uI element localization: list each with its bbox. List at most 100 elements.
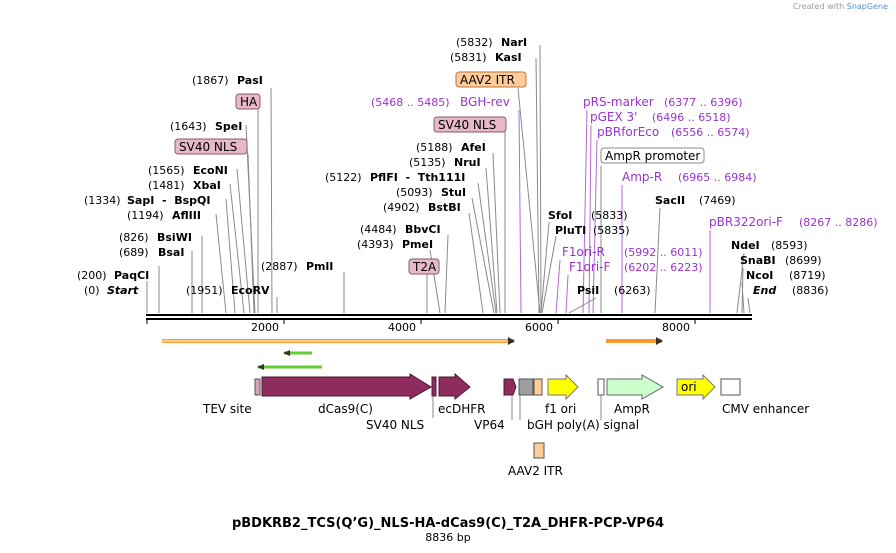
svg-text:PasI: PasI	[237, 74, 263, 87]
svg-text:(1481): (1481)	[148, 179, 185, 192]
svg-text:(6965 .. 6984): (6965 .. 6984)	[678, 171, 757, 184]
svg-text:(5833): (5833)	[591, 209, 628, 222]
ampr-promoter-feature	[597, 378, 605, 396]
svg-text:PflFI - Tth111I: PflFI - Tth111I	[370, 171, 465, 184]
site-labels: (0) Start (200) PaqCI (689) BsaI (826) B…	[77, 36, 829, 297]
svg-text:BGH-rev: BGH-rev	[460, 95, 510, 109]
site-sfoi: SfoI	[548, 209, 572, 222]
ha-tag-label: HA	[240, 95, 258, 109]
svg-text:End: End	[753, 284, 776, 297]
axis-tick-label: 2000	[251, 321, 279, 334]
f1-ori-label: f1 ori	[545, 402, 576, 416]
site-spei: (1643) SpeI	[170, 120, 242, 133]
svg-text:BsaI: BsaI	[158, 246, 184, 259]
svg-text:(5122): (5122)	[325, 171, 362, 184]
svg-text:NruI: NruI	[454, 156, 481, 169]
ecdhfr-feature	[438, 372, 471, 401]
svg-text:EcoRV: EcoRV	[231, 284, 270, 297]
brand-name: SnapGene	[846, 2, 888, 11]
site-afliii: (1194) AflIII	[127, 209, 201, 222]
t2a-tag-label: T2A	[412, 260, 437, 274]
site-nari: (5832) NarI	[456, 36, 527, 49]
svg-text:(5835): (5835)	[593, 224, 630, 237]
svg-text:Amp-R: Amp-R	[622, 170, 662, 184]
site-pflfi-tth111i: (5122) PflFI - Tth111I	[325, 171, 465, 184]
svg-text:(7469): (7469)	[699, 194, 736, 207]
tev-site-feature	[254, 378, 261, 396]
f1-ori-feature	[547, 373, 579, 401]
svg-text:PaqCI: PaqCI	[114, 269, 149, 282]
site-start: (0) Start	[84, 284, 139, 297]
site-bsai: (689) BsaI	[119, 246, 184, 259]
svg-text:(8719): (8719)	[789, 269, 826, 282]
primer-bgh-rev: (5468 .. 5485) BGH-rev	[371, 95, 510, 109]
site-econi: (1565) EcoNI	[148, 164, 228, 177]
bgh-polya-label: bGH poly(A) signal	[527, 418, 639, 432]
map-length: 8836 bp	[425, 531, 470, 544]
svg-text:XbaI: XbaI	[193, 179, 221, 192]
dcas9-feature	[261, 373, 432, 400]
ecdhfr-label: ecDHFR	[438, 402, 485, 416]
primer-prs-marker: pRS-marker (6377 .. 6396)	[583, 95, 743, 109]
axis-ticks: 2000 4000 6000 8000	[146, 320, 696, 334]
ori-feature	[676, 373, 716, 401]
svg-text:BstBI: BstBI	[428, 201, 461, 214]
svg-text:BbvCI: BbvCI	[405, 223, 441, 236]
svg-text:(5831): (5831)	[450, 51, 487, 64]
site-paqci: (200) PaqCI	[77, 269, 149, 282]
site-pmei: (4393) PmeI	[357, 238, 433, 251]
svg-text:(6263): (6263)	[614, 284, 651, 297]
primer-leader-lines	[518, 109, 711, 314]
site-kasi: (5831) KasI	[450, 51, 522, 64]
svg-text:(6377 .. 6396): (6377 .. 6396)	[664, 96, 743, 109]
svg-text:AfeI: AfeI	[461, 141, 486, 154]
svg-text:(0): (0)	[84, 284, 100, 297]
site-5835: (5835)	[593, 224, 630, 237]
svg-text:SnaBI: SnaBI	[740, 254, 776, 267]
aav2-itr-lower-feature	[533, 442, 545, 459]
site-xbai: (1481) XbaI	[148, 179, 221, 192]
svg-text:pRS-marker: pRS-marker	[583, 95, 654, 109]
primer-pgex3: pGEX 3' (6496 .. 6518)	[590, 110, 731, 124]
axis-tick-label: 8000	[662, 321, 690, 334]
site-end: End (8836)	[753, 284, 829, 297]
site-ndei: NdeI (8593)	[731, 239, 808, 252]
svg-text:(8267 .. 8286): (8267 .. 8286)	[799, 216, 878, 229]
site-ecorv: (1951) EcoRV	[186, 284, 270, 297]
svg-text:(1334): (1334)	[84, 194, 121, 207]
site-bstbi: (4902) BstBI	[383, 201, 461, 214]
svg-text:PmeI: PmeI	[402, 238, 433, 251]
svg-text:(826): (826)	[119, 231, 149, 244]
axis-tick-label: 6000	[525, 321, 553, 334]
vp64-feature	[503, 378, 517, 396]
svg-text:pBR322ori-F: pBR322ori-F	[709, 215, 783, 229]
svg-text:Start: Start	[107, 284, 139, 297]
svg-text:NcoI: NcoI	[746, 269, 773, 282]
svg-text:(5832): (5832)	[456, 36, 493, 49]
svg-text:F1ori-R: F1ori-R	[562, 245, 605, 259]
svg-text:SacII: SacII	[655, 194, 685, 207]
site-pasi: (1867) PasI	[192, 74, 263, 87]
svg-text:BsiWI: BsiWI	[157, 231, 192, 244]
svg-text:(8699): (8699)	[785, 254, 822, 267]
svg-text:(8593): (8593)	[771, 239, 808, 252]
ampr-label: AmpR	[614, 402, 650, 416]
svg-text:(200): (200)	[77, 269, 107, 282]
leader-lines	[146, 44, 751, 314]
svg-text:NarI: NarI	[501, 36, 527, 49]
primer-pbr322ori-f: pBR322ori-F (8267 .. 8286)	[709, 215, 878, 229]
axis-tick-label: 4000	[388, 321, 416, 334]
svg-text:KasI: KasI	[495, 51, 522, 64]
site-sacii: SacII (7469)	[655, 194, 736, 207]
svg-text:pBRforEco: pBRforEco	[597, 125, 659, 139]
svg-text:(1951): (1951)	[186, 284, 223, 297]
svg-text:(5093): (5093)	[396, 186, 433, 199]
aav2-itr-tag-label: AAV2 ITR	[460, 73, 515, 87]
ampr-promoter-tag-label: AmpR promoter	[605, 149, 700, 163]
svg-text:(6202 .. 6223): (6202 .. 6223)	[624, 261, 703, 274]
svg-text:(4484): (4484)	[360, 223, 397, 236]
primer-amp-r: Amp-R (6965 .. 6984)	[622, 170, 757, 184]
boxed-labels: HA SV40 NLS T2A SV40 NLS AAV2 ITR AmpR p…	[174, 71, 705, 275]
svg-text:(689): (689)	[119, 246, 149, 259]
